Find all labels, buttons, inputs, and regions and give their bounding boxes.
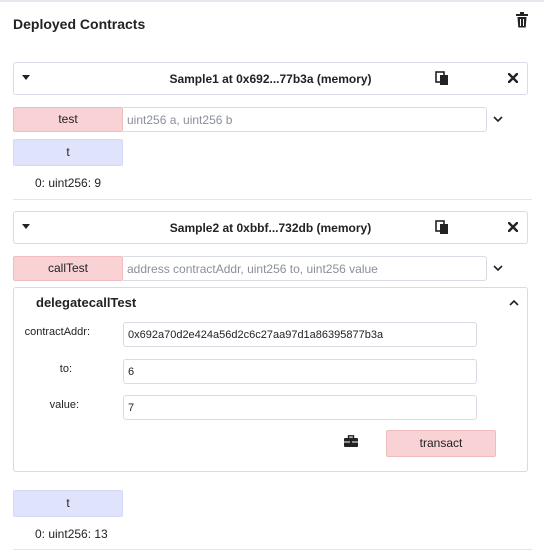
close-icon[interactable] (508, 222, 518, 232)
contractaddr-input[interactable] (123, 322, 477, 347)
param-label-value: value: (49, 399, 79, 411)
value-input[interactable] (123, 395, 477, 420)
close-icon[interactable] (508, 73, 518, 83)
divider (13, 549, 532, 550)
call-result: 0: uint256: 9 (35, 176, 102, 190)
page-title: Deployed Contracts (13, 16, 146, 32)
caret-down-icon[interactable] (22, 75, 30, 80)
copy-icon[interactable] (435, 71, 449, 86)
caret-down-icon[interactable] (22, 224, 30, 229)
chevron-down-icon[interactable] (493, 116, 503, 123)
chevron-down-icon[interactable] (493, 265, 503, 272)
copy-icon[interactable] (435, 220, 449, 235)
to-input[interactable] (123, 359, 477, 384)
t-button[interactable]: t (13, 490, 123, 517)
calltest-button[interactable]: callTest (13, 256, 123, 281)
transact-button[interactable]: transact (386, 430, 496, 457)
instance-header-sample1: Sample1 at 0x692...77b3a (memory) (13, 62, 528, 95)
chevron-up-icon[interactable] (509, 299, 519, 306)
param-label-to: to: (59, 363, 72, 375)
instance-header-sample2: Sample2 at 0xbbf...732db (memory) (13, 211, 528, 244)
calltest-args-input[interactable] (123, 256, 487, 281)
test-args-input[interactable] (123, 107, 487, 132)
instance-title: Sample1 at 0x692...77b3a (memory) (169, 71, 372, 86)
divider (13, 199, 532, 200)
top-border (0, 0, 544, 2)
call-result: 0: uint256: 13 (35, 527, 108, 541)
briefcase-icon[interactable] (344, 435, 358, 447)
instance-title: Sample2 at 0xbbf...732db (memory) (169, 220, 372, 235)
delegatecalltest-panel: delegatecallTest contractAddr: to: value… (13, 287, 528, 472)
trash-icon[interactable] (515, 12, 529, 28)
t-button[interactable]: t (13, 139, 123, 166)
function-title: delegatecallTest (36, 295, 137, 310)
test-button[interactable]: test (13, 107, 123, 132)
param-label-contractaddr: contractAddr: (24, 326, 90, 338)
